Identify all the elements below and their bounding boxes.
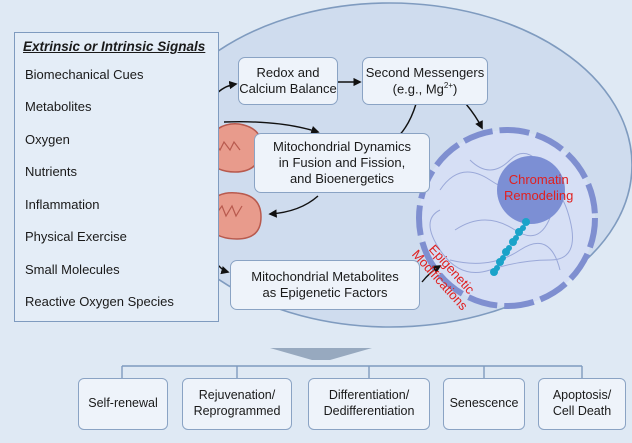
outcome-rejuvenation: Rejuvenation/Reprogrammed <box>182 378 292 430</box>
dynamics-line-1: Mitochondrial Dynamics <box>273 138 411 154</box>
nucleolus <box>497 156 565 224</box>
redox-box: Redox and Calcium Balance <box>238 57 338 105</box>
mitochondrial-dynamics-box: Mitochondrial Dynamics in Fusion and Fis… <box>254 133 430 193</box>
outcome-funnel <box>270 348 372 360</box>
signal-item: Inflammation <box>25 197 100 212</box>
signal-item: Biomechanical Cues <box>25 67 144 82</box>
metabolites-line-2: as Epigenetic Factors <box>262 285 388 300</box>
dynamics-line-3: and Bioenergetics <box>289 171 395 187</box>
messengers-line-2: (e.g., Mg2+) <box>392 80 458 97</box>
signal-item: Metabolites <box>25 99 92 114</box>
second-messengers-box: Second Messengers (e.g., Mg2+) <box>362 57 488 105</box>
outcome-connectors <box>121 365 583 378</box>
chromatin-remodeling-label: Chromatin Remodeling <box>504 172 574 203</box>
signals-title: Extrinsic or Intrinsic Signals <box>23 39 206 54</box>
outcome-senescence: Senescence <box>443 378 525 430</box>
outcome-self-renewal: Self-renewal <box>78 378 168 430</box>
outcome-apoptosis: Apoptosis/Cell Death <box>538 378 626 430</box>
metabolites-line-1: Mitochondrial Metabolites <box>251 268 399 284</box>
redox-line-1: Redox and <box>256 64 320 80</box>
mitochondrial-metabolites-box: Mitochondrial Metabolites as Epigenetic … <box>230 260 420 310</box>
dynamics-line-2: in Fusion and Fission, <box>278 154 406 170</box>
dna-helix <box>490 218 530 276</box>
nucleus <box>416 127 598 309</box>
outcome-differentiation: Differentiation/Dedifferentiation <box>308 378 430 430</box>
signal-item: Nutrients <box>25 164 78 179</box>
signal-item: Reactive Oxygen Species <box>25 294 174 309</box>
signal-item: Small Molecules <box>25 262 120 277</box>
signal-item: Physical Exercise <box>25 229 127 244</box>
signal-item: Oxygen <box>25 132 70 147</box>
messengers-line-1: Second Messengers <box>365 64 485 80</box>
redox-line-2: Calcium Balance <box>239 81 337 96</box>
signals-panel: Extrinsic or Intrinsic Signals Biomechan… <box>14 32 219 322</box>
